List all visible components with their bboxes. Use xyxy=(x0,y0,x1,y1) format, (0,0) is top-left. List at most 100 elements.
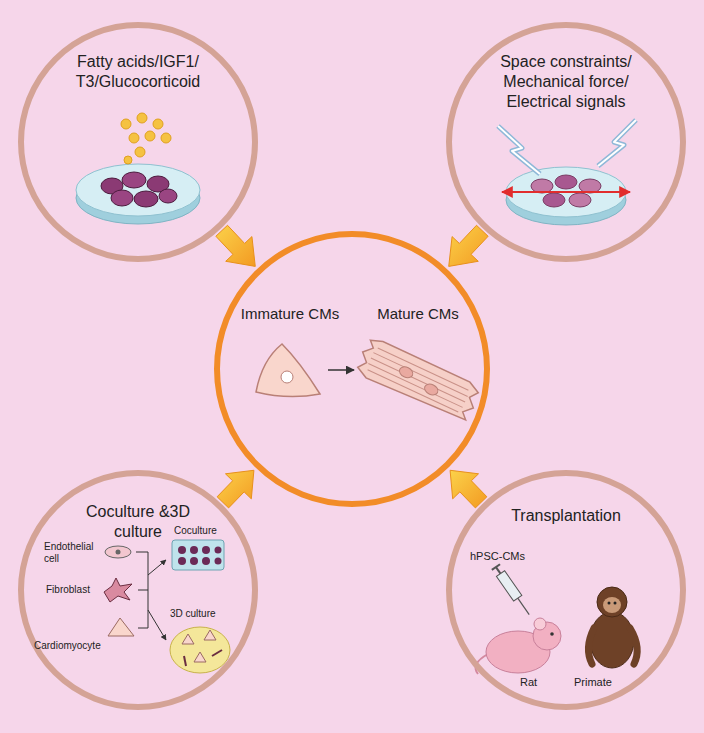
nucleus xyxy=(281,371,293,383)
3d-matrix xyxy=(170,627,230,673)
immature-cell xyxy=(256,344,320,397)
part-label: Coculture xyxy=(174,525,226,537)
petri-dish-factors xyxy=(76,113,200,224)
well xyxy=(178,557,186,565)
factor-dot xyxy=(124,156,132,164)
sarcomere xyxy=(371,358,465,402)
well xyxy=(190,546,198,554)
circle-border xyxy=(449,25,683,259)
cell xyxy=(134,191,158,207)
primate-face xyxy=(603,597,621,613)
primate-arm xyxy=(630,628,637,664)
cardiomyocyte-cell xyxy=(182,634,194,644)
well xyxy=(202,546,210,554)
part-label: Primate xyxy=(574,676,620,689)
factor-dot xyxy=(135,147,145,157)
primate-body xyxy=(590,612,634,668)
rat-ear xyxy=(534,618,546,630)
cell-stage-label: Immature CMs xyxy=(231,305,349,324)
endothelial-cell xyxy=(105,546,131,558)
cell xyxy=(122,172,146,188)
nucleus xyxy=(116,550,121,555)
cardiomyocyte-cell xyxy=(204,630,216,640)
factor-dot xyxy=(153,119,163,129)
syringe xyxy=(492,564,533,617)
bracket xyxy=(138,628,148,629)
lightning-bolt xyxy=(498,126,540,174)
bracket-arrow xyxy=(148,560,166,575)
block-arrow xyxy=(216,225,255,266)
coculture-scheme xyxy=(104,540,230,673)
cell xyxy=(531,179,553,193)
cardiomyocyte-maturation xyxy=(256,336,483,425)
block-arrow xyxy=(450,470,487,508)
lightning-bolt xyxy=(498,126,540,174)
circle-border xyxy=(21,25,255,259)
well xyxy=(202,557,210,565)
part-label: Rat xyxy=(520,676,546,689)
syringe-barrel xyxy=(496,571,521,601)
circle-outline xyxy=(214,231,490,507)
node-heading: Transplantation xyxy=(491,506,641,526)
primate-eye xyxy=(614,602,617,605)
part-label: Fibroblast xyxy=(46,584,102,596)
well xyxy=(178,546,186,554)
sarcomere xyxy=(373,353,467,397)
part-label: 3D culture xyxy=(170,608,230,620)
factor-dot xyxy=(121,119,131,129)
cell xyxy=(555,175,577,189)
cell xyxy=(543,193,565,207)
circle-node: Fatty acids/IGF1/ T3/Glucocorticoid xyxy=(18,22,258,262)
circle-border xyxy=(449,473,683,707)
primate-head xyxy=(597,587,627,617)
cell xyxy=(111,190,133,206)
syringe-needle xyxy=(518,598,529,614)
factor-dot xyxy=(129,133,139,143)
petri-dish-forces xyxy=(498,120,636,225)
circle-node: Transplantation xyxy=(446,470,686,710)
cardiomyocyte-cell xyxy=(108,618,134,636)
bracket xyxy=(136,552,148,553)
mature-cell xyxy=(353,336,482,425)
force-arrow xyxy=(502,191,630,193)
cardiomyocyte-cell xyxy=(194,652,206,662)
well-plate xyxy=(172,540,224,570)
lightning-bolt xyxy=(598,120,636,166)
maturation-arrow xyxy=(328,369,354,371)
bracket xyxy=(138,590,148,591)
circle-outline xyxy=(446,470,686,710)
part-label: hPSC-CMs xyxy=(470,550,532,563)
transplantation-scheme xyxy=(476,564,638,674)
fibroblast-cell xyxy=(212,650,222,656)
cell xyxy=(569,193,591,207)
well xyxy=(215,558,222,565)
block-arrow xyxy=(217,470,254,508)
rat-eye xyxy=(550,632,554,636)
well xyxy=(215,547,222,554)
circle-node: Immature CMs Mature CMs xyxy=(214,231,490,507)
cell xyxy=(579,179,601,193)
primate-eye xyxy=(608,602,611,605)
lightning-bolt xyxy=(598,120,636,166)
part-label: Cardiomyocyte xyxy=(34,640,114,652)
syringe-plunger xyxy=(492,564,500,570)
fibroblast-cell xyxy=(104,578,132,602)
dish-top xyxy=(76,164,200,216)
primate-arm xyxy=(588,628,594,664)
cell-stage-label: Mature CMs xyxy=(359,305,477,324)
circle-node: Space constraints/ Mechanical force/ Ele… xyxy=(446,22,686,262)
cell xyxy=(159,189,177,203)
node-heading: Space constraints/ Mechanical force/ Ele… xyxy=(482,52,650,112)
factor-dot xyxy=(137,113,147,123)
circle-border xyxy=(21,473,255,707)
sarcomere xyxy=(378,348,469,390)
sarcomere xyxy=(368,363,462,407)
block-arrow xyxy=(449,225,488,266)
bracket-arrow xyxy=(148,610,166,640)
circle-border xyxy=(217,234,487,504)
well xyxy=(190,557,198,565)
cell-body xyxy=(353,336,482,425)
factor-dot xyxy=(161,133,171,143)
node-heading: Fatty acids/IGF1/ T3/Glucocorticoid xyxy=(54,52,222,92)
